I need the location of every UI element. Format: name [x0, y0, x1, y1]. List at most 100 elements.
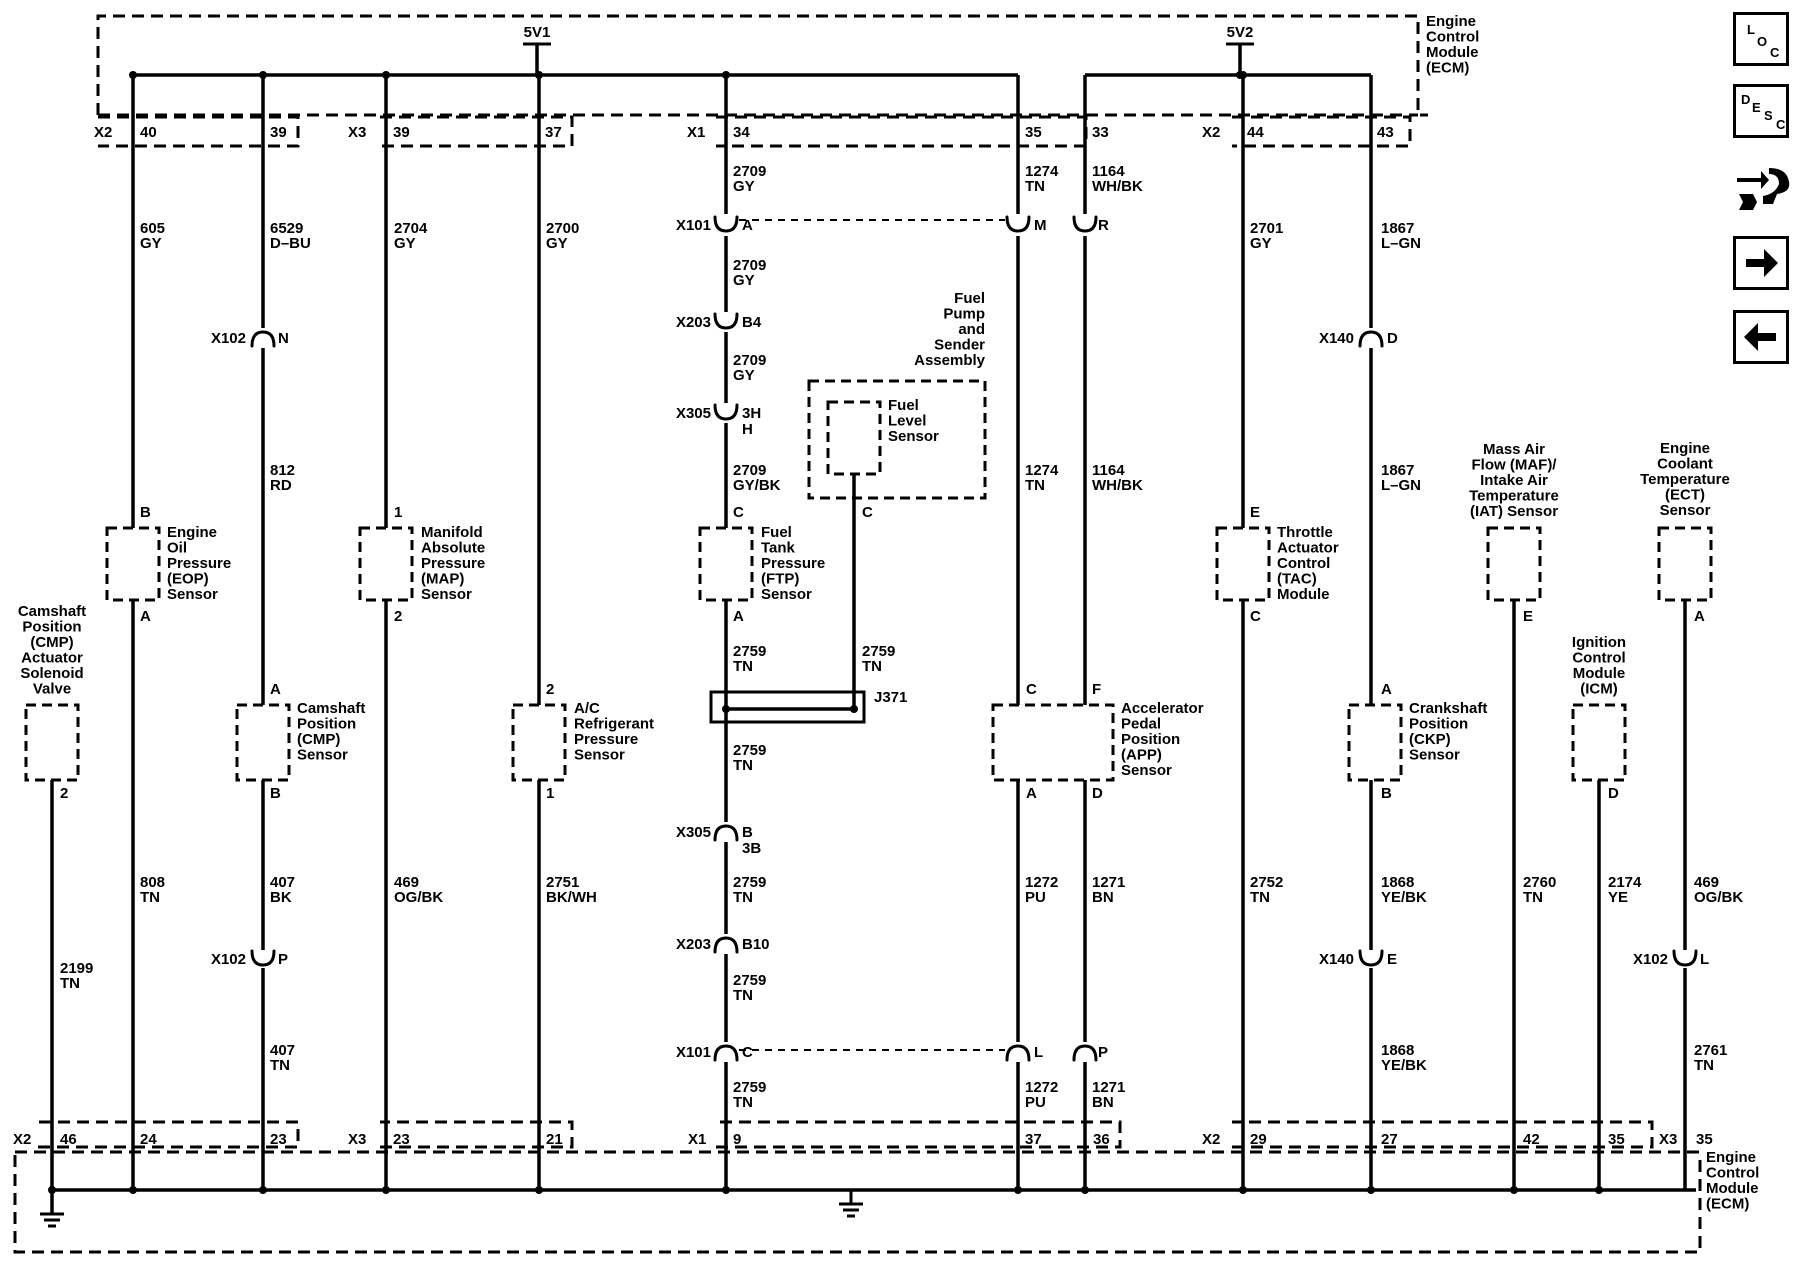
wire-color-code: GY — [733, 367, 755, 384]
wire-color-code: TN — [1694, 1057, 1714, 1074]
component-label: Actuator — [1277, 540, 1339, 557]
top-connector-id: X2 — [94, 124, 112, 141]
component-pin: E — [1523, 608, 1533, 625]
fuel-level-box — [826, 400, 882, 476]
junction-dot — [48, 1186, 56, 1194]
wire-circuit-number: 1274 — [1025, 163, 1059, 180]
ect-sensor-box — [1657, 526, 1713, 602]
component-pin: A — [1026, 785, 1037, 802]
component-label: Ignition — [1572, 634, 1626, 651]
location-button[interactable]: L O C — [1733, 12, 1789, 66]
top-connector-id: X2 — [1202, 124, 1220, 141]
wire-circuit-number: 605 — [140, 220, 165, 237]
inline-connector-pin: P — [278, 951, 288, 968]
wire-color-code: TN — [1025, 477, 1045, 494]
inline-connector-id: X102 — [211, 951, 246, 968]
component-label: Sensor — [888, 428, 939, 445]
ac-sensor-box — [511, 703, 567, 782]
top-connector-pin: 43 — [1377, 124, 1394, 141]
component-pin: F — [1092, 681, 1101, 698]
component-label: (CKP) — [1409, 731, 1451, 748]
top-connector-pin: 34 — [733, 124, 750, 141]
bottom-connector-pin: 37 — [1025, 1131, 1042, 1148]
junction-dot — [722, 705, 730, 713]
wire-color-code: D–BU — [270, 235, 311, 252]
component-pin: E — [1250, 504, 1260, 521]
component-label: Temperature — [1469, 488, 1559, 505]
component-label: (APP) — [1121, 747, 1162, 764]
wire-circuit-number: 812 — [270, 462, 295, 479]
bottom-connector-pin: 35 — [1696, 1131, 1713, 1148]
top-connector-id: X1 — [687, 124, 705, 141]
component-label: and — [958, 321, 985, 338]
component-label: Camshaft — [297, 700, 365, 717]
supply-5v2: 5V2 — [1227, 24, 1254, 41]
component-label: Mass Air — [1483, 441, 1545, 458]
junction-dot — [535, 71, 543, 79]
connector-harness-icon[interactable] — [1733, 158, 1793, 218]
bottom-connector-pin: 42 — [1523, 1131, 1540, 1148]
previous-arrow-icon[interactable] — [1733, 310, 1789, 364]
bottom-connector-pin: 23 — [270, 1131, 287, 1148]
component-label: Sensor — [421, 586, 472, 603]
wire-circuit-number: 2709 — [733, 163, 766, 180]
wire-circuit-number: 2704 — [394, 220, 428, 237]
top-connector-pin: 39 — [270, 124, 287, 141]
component-label: Solenoid — [20, 665, 83, 682]
top-connector-pin: 44 — [1247, 124, 1264, 141]
component-pin: B — [140, 504, 151, 521]
wire-color-code: GY — [394, 235, 416, 252]
wire-circuit-number: 2759 — [733, 1079, 766, 1096]
inline-connector-pin: E — [1387, 951, 1397, 968]
wire-circuit-number: 1164 — [1092, 163, 1125, 180]
junction-dot — [1014, 1186, 1022, 1194]
inline-connector-pin: B10 — [742, 936, 770, 953]
wire-color-code: WH/BK — [1092, 477, 1143, 494]
component-label: Control — [1277, 555, 1330, 572]
wire-circuit-number: 2709 — [733, 257, 766, 274]
component-pin: C — [1250, 608, 1261, 625]
wire-circuit-number: 2760 — [1523, 874, 1556, 891]
component-label: Sensor — [167, 586, 218, 603]
component-label: Sensor — [1121, 762, 1172, 779]
component-label: Position — [297, 716, 356, 733]
inline-connector-symbol — [713, 936, 739, 954]
bottom-connector-id: X1 — [688, 1131, 706, 1148]
description-button[interactable]: D E S C — [1733, 84, 1789, 138]
component-label: Oil — [167, 540, 187, 557]
wire-circuit-number: 808 — [140, 874, 165, 891]
ckp-sensor-box — [1347, 703, 1403, 782]
ground-symbol-left — [40, 1212, 64, 1228]
tac-module-box — [1215, 526, 1271, 602]
wire-circuit-number: 469 — [394, 874, 419, 891]
inline-connector-id: X101 — [676, 217, 711, 234]
inline-connector-symbol — [713, 312, 739, 330]
top-connector-pin: 35 — [1025, 124, 1042, 141]
wire-color-code: TN — [733, 757, 753, 774]
wire-circuit-number: 1867 — [1381, 462, 1414, 479]
wire-circuit-number: 2174 — [1608, 874, 1642, 891]
wire-circuit-number: 407 — [270, 1042, 295, 1059]
inline-connector-symbol — [713, 1044, 739, 1062]
wire-color-code: BN — [1092, 1094, 1114, 1111]
supply-5v1: 5V1 — [524, 24, 551, 41]
inline-connector-id: X305 — [676, 405, 711, 422]
wire-color-code: GY — [1250, 235, 1272, 252]
bottom-connector-pin: 29 — [1250, 1131, 1267, 1148]
ecm-label-top: Module — [1426, 44, 1479, 61]
wire-circuit-number: 1271 — [1092, 874, 1125, 891]
top-connector-pin: 33 — [1092, 124, 1109, 141]
next-arrow-icon[interactable] — [1733, 236, 1789, 290]
wire-circuit-number: 2709 — [733, 462, 766, 479]
component-pin: A — [140, 608, 151, 625]
inline-connector-symbol — [713, 824, 739, 842]
wire-color-code: BK/WH — [546, 889, 597, 906]
junction-dot — [382, 1186, 390, 1194]
inline-connector-pin: P — [1098, 1044, 1108, 1061]
inline-connector-pin: 3B — [742, 840, 761, 857]
junction-dot — [382, 71, 390, 79]
component-pin: B — [1381, 785, 1392, 802]
wire-color-code: GY — [140, 235, 162, 252]
cmp-actuator-box — [24, 703, 80, 782]
component-pin: C — [733, 504, 744, 521]
